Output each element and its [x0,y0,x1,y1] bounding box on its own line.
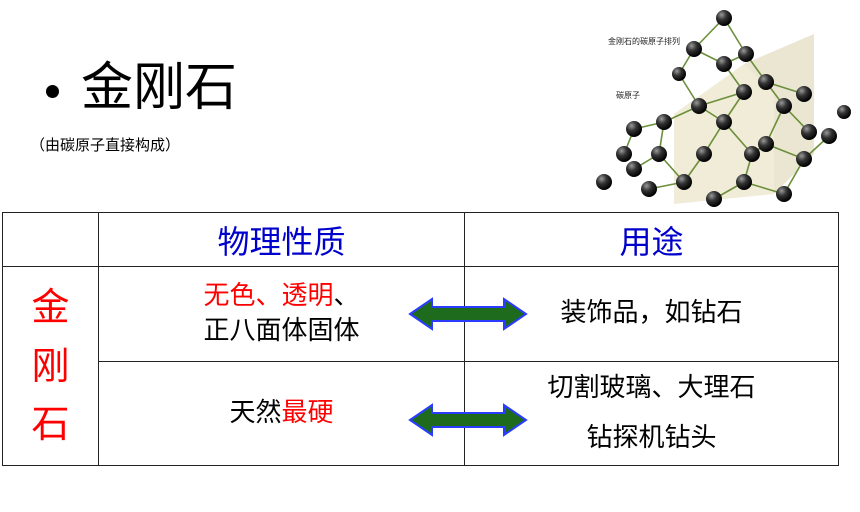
header-use: 用途 [464,212,839,267]
diagram-caption: 金刚石的碳原子排列 [608,37,680,46]
bullet-icon [46,84,59,98]
diamond-lattice-icon [596,10,851,207]
row-label-char: 石 [31,402,70,447]
row-label-char: 刚 [31,343,70,388]
property-highlight: 最硬 [281,397,334,428]
row-label-char: 金 [31,284,70,329]
table-row: 金 刚 石 无色、透明、 正八面体固体 装饰品，如钻石 [2,266,839,466]
property-cell: 无色、透明、 正八面体固体 [98,266,465,362]
double-arrow-icon [408,403,528,437]
property-cell: 天然最硬 [98,361,465,466]
diamond-structure-diagram: 金刚石的碳原子排列 碳原子 [574,4,860,214]
diagram-atom-label: 碳原子 [616,91,640,100]
header-property: 物理性质 [98,212,465,267]
use-line: 装饰品，如钻石 [560,298,743,329]
property-line: 正八面体固体 [203,316,360,346]
title-row: 金刚石 [46,62,237,114]
property-highlight: 无色、透明 [203,280,334,311]
properties-table: 物理性质 用途 金 刚 石 无色、透明、 正八面体固体 装饰品，如钻石 天然最硬… [2,212,839,466]
slide-title: 金刚石 [81,58,238,118]
header-empty-cell [2,212,99,267]
use-cell: 切割玻璃、大理石 钻探机钻头 [464,361,839,466]
slide-subtitle: （由碳原子直接构成） [30,136,181,154]
property-punct: 、 [333,280,360,311]
property-prefix: 天然 [229,397,282,428]
use-line: 切割玻璃、大理石 [547,373,756,404]
table-header-row: 物理性质 用途 [2,212,839,267]
table-row: 天然最硬 切割玻璃、大理石 钻探机钻头 [3,361,839,466]
use-line: 钻探机钻头 [586,422,717,453]
row-label-diamond: 金 刚 石 [2,266,99,466]
double-arrow-icon [408,297,528,331]
